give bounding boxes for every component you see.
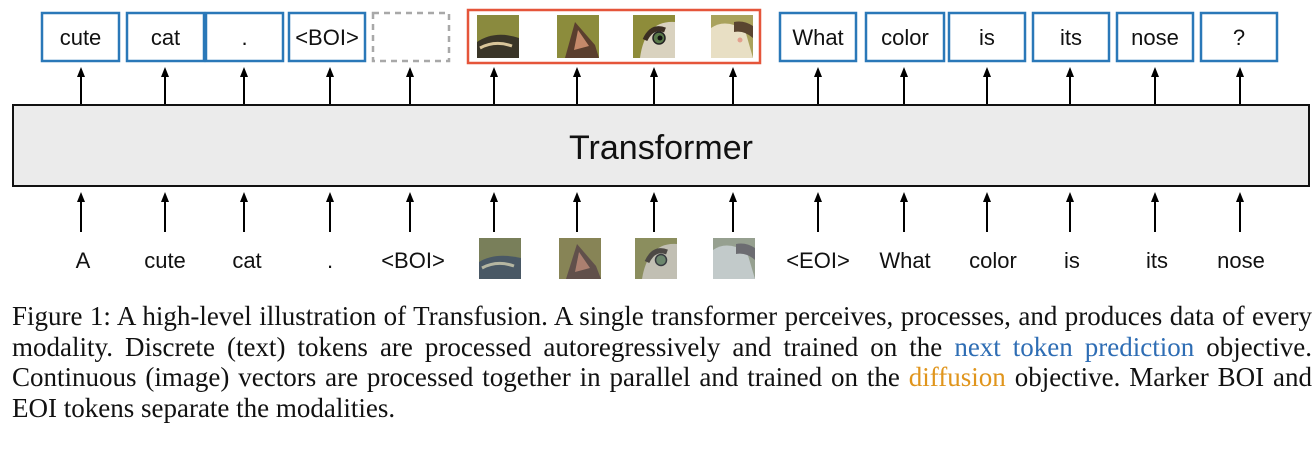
output-placeholder-box xyxy=(371,11,451,63)
output-arrows xyxy=(77,67,1244,104)
caption-text: Figure 1: A high-level illustration of T… xyxy=(12,301,1312,362)
diagram-canvas: cute cat . <BOI> xyxy=(12,8,1310,279)
input-token: cute xyxy=(144,248,186,273)
output-token-label: nose xyxy=(1131,25,1179,50)
output-image-patch xyxy=(557,15,599,58)
output-image-patch xyxy=(477,15,519,58)
figure-caption: Figure 1: A high-level illustration of T… xyxy=(12,301,1312,423)
output-token-label: cute xyxy=(60,25,102,50)
input-token: <EOI> xyxy=(786,248,850,273)
input-arrows xyxy=(77,192,1244,232)
input-token: is xyxy=(1064,248,1080,273)
input-token: A xyxy=(76,248,91,273)
output-image-patch xyxy=(633,15,675,58)
input-image-patch xyxy=(479,238,521,279)
output-image-patch xyxy=(711,15,753,59)
input-image-patch xyxy=(559,238,601,279)
output-token-box: cute xyxy=(40,11,121,63)
input-image-patch xyxy=(713,238,755,279)
output-token-label: . xyxy=(241,25,247,50)
output-token-label: cat xyxy=(151,25,180,50)
output-token-label: ? xyxy=(1233,25,1245,50)
output-token-box: nose xyxy=(1115,11,1195,63)
transformer-block xyxy=(12,104,1310,187)
input-token: color xyxy=(969,248,1017,273)
output-token-label: <BOI> xyxy=(295,25,359,50)
input-image-patch xyxy=(635,238,677,279)
output-token-label: What xyxy=(792,25,843,50)
input-token: nose xyxy=(1217,248,1265,273)
caption-highlight-next-token-prediction: next token prediction xyxy=(954,331,1195,362)
output-token-box: . xyxy=(204,11,285,63)
output-token-box: cat xyxy=(125,11,206,63)
transfusion-diagram: cute cat . <BOI> xyxy=(12,8,1310,279)
output-token-box: color xyxy=(864,11,946,63)
caption-text: objective. Continuous (image) vectors ar… xyxy=(12,331,1312,393)
input-token: What xyxy=(879,248,930,273)
output-token-label: is xyxy=(979,25,995,50)
input-token: its xyxy=(1146,248,1168,273)
input-token: <BOI> xyxy=(381,248,445,273)
caption-text: objective. Marker BOI and EOI tokens sep… xyxy=(12,362,1312,423)
input-token: . xyxy=(327,248,333,273)
output-token-label: its xyxy=(1060,25,1082,50)
output-token-box: ? xyxy=(1199,11,1279,63)
output-token-box: <BOI> xyxy=(287,11,367,63)
output-token-box: What xyxy=(778,11,858,63)
input-token: cat xyxy=(232,248,261,273)
transformer-label: Transformer xyxy=(569,129,753,167)
output-token-box: is xyxy=(947,11,1027,63)
output-token-box: its xyxy=(1031,11,1111,63)
output-token-label: color xyxy=(881,25,929,50)
caption-highlight-diffusion: diffusion xyxy=(908,362,1006,392)
